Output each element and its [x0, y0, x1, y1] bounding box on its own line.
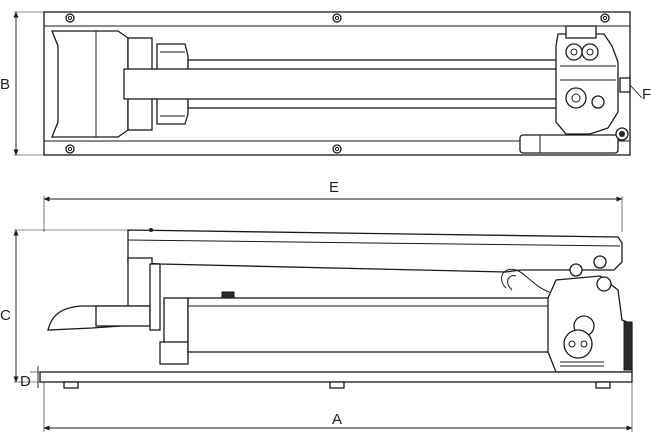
top-view-handle-rod [123, 68, 565, 100]
top-view-pump-head [555, 25, 619, 135]
dimension-f: F [629, 84, 651, 103]
top-view [43, 11, 631, 156]
side-view-pump-head [547, 255, 633, 373]
top-view-port-fitting [619, 77, 631, 93]
side-view-handle [127, 229, 623, 273]
side-view-feet [63, 381, 611, 389]
dimension-c: C [0, 229, 128, 383]
dimension-a-label: A [332, 411, 342, 428]
side-view [39, 228, 633, 389]
dimension-e: E [43, 179, 623, 232]
dimension-c-label: C [0, 307, 11, 324]
dimension-a: A [43, 382, 633, 432]
top-view-release-lever [519, 127, 629, 154]
dimension-b-label: B [0, 76, 10, 93]
dimension-d-label: D [20, 373, 31, 390]
side-view-cylinder [159, 291, 557, 365]
dimension-e-label: E [329, 179, 339, 196]
dimension-f-label: F [642, 86, 651, 103]
dimension-b: B [0, 11, 44, 156]
side-view-foot-pedal [47, 257, 161, 331]
side-view-base-plate [39, 371, 633, 383]
dimension-d: D [20, 366, 40, 390]
